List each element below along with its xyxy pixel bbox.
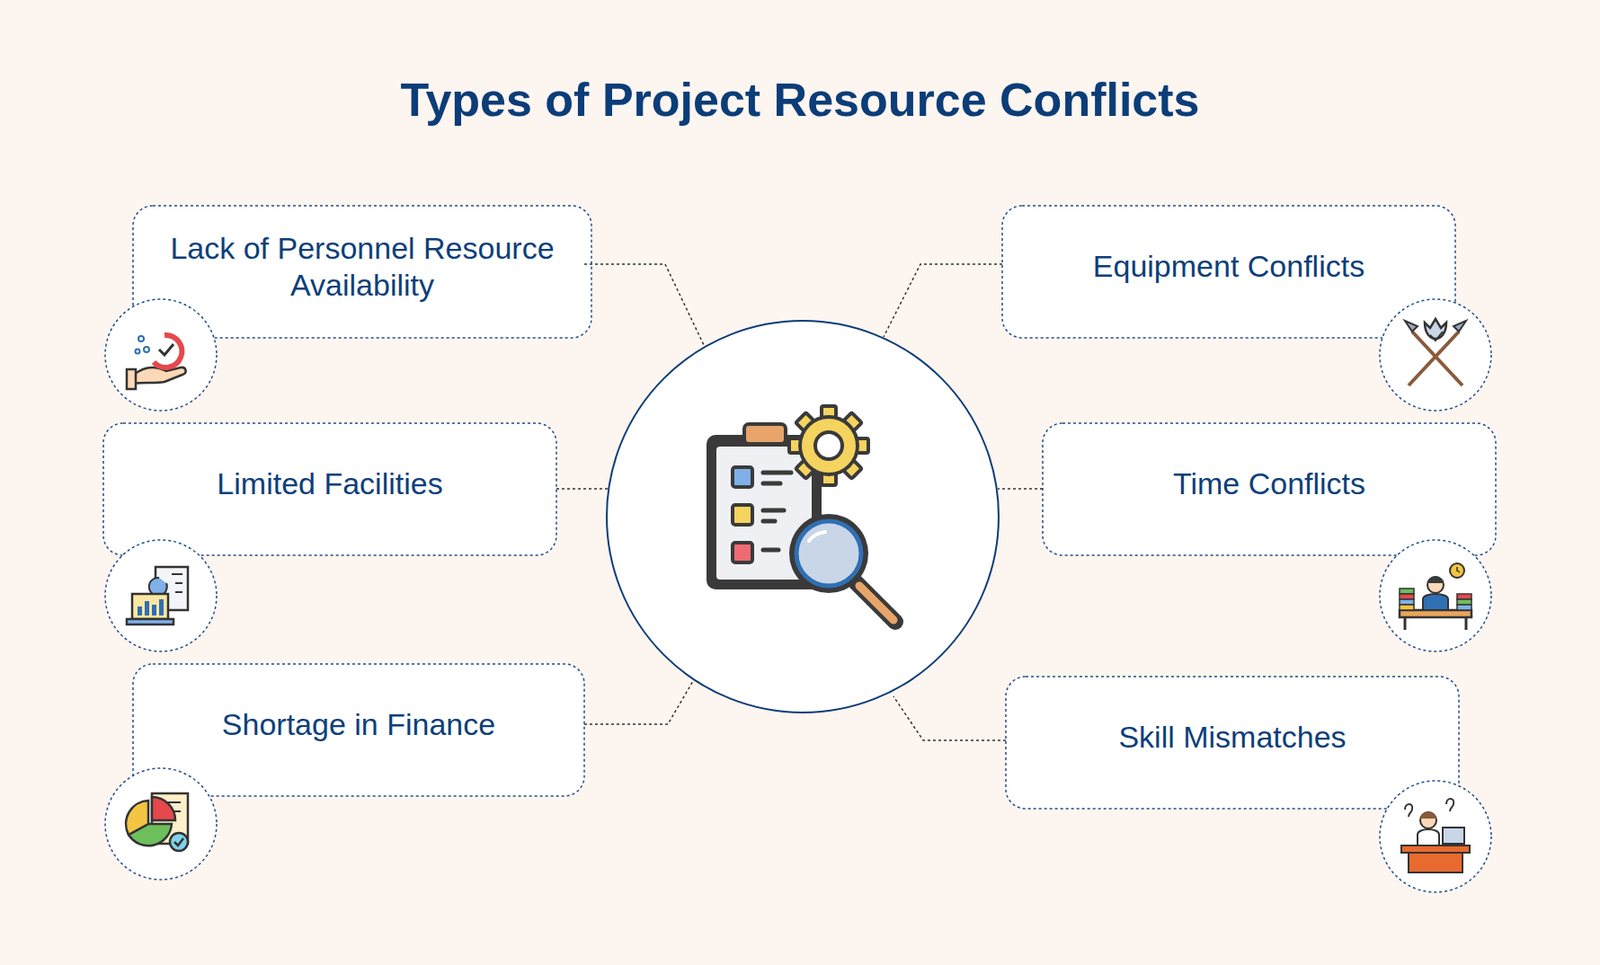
icon-confused-worker — [1379, 781, 1492, 893]
box-outline — [1002, 205, 1456, 338]
box-label: Limited Facilities — [216, 465, 443, 502]
conflict-box: Equipment Conflicts — [1002, 205, 1456, 338]
box-outline — [1005, 676, 1459, 809]
box-label: Skill Mismatches — [1118, 719, 1346, 756]
icon-crossed-spears — [1379, 299, 1492, 411]
central-illustration — [606, 320, 999, 713]
icon-hand-clock — [105, 299, 217, 411]
conflict-box: Limited Facilities — [103, 423, 557, 556]
icon-busy-desk — [1379, 540, 1492, 652]
leader-lines — [556, 264, 1043, 741]
box-outline — [133, 664, 585, 797]
box-label: Equipment Conflicts — [1093, 248, 1365, 285]
diagram-title: Types of Project Resource Conflicts — [0, 71, 1600, 128]
conflict-box: Lack of Personnel Resource Availability — [133, 205, 592, 338]
conflict-box: Skill Mismatches — [1005, 676, 1459, 809]
box-label: Time Conflicts — [1173, 465, 1366, 502]
conflict-box: Shortage in Finance — [133, 664, 585, 797]
box-label: Shortage in Finance — [222, 706, 496, 743]
conflict-box: Time Conflicts — [1042, 423, 1496, 556]
icon-pie-document — [105, 768, 217, 880]
box-outline — [1042, 423, 1496, 556]
box-outline — [103, 423, 557, 556]
box-label: Lack of Personnel Resource Availability — [151, 230, 574, 303]
icon-laptop-chart — [105, 540, 217, 652]
